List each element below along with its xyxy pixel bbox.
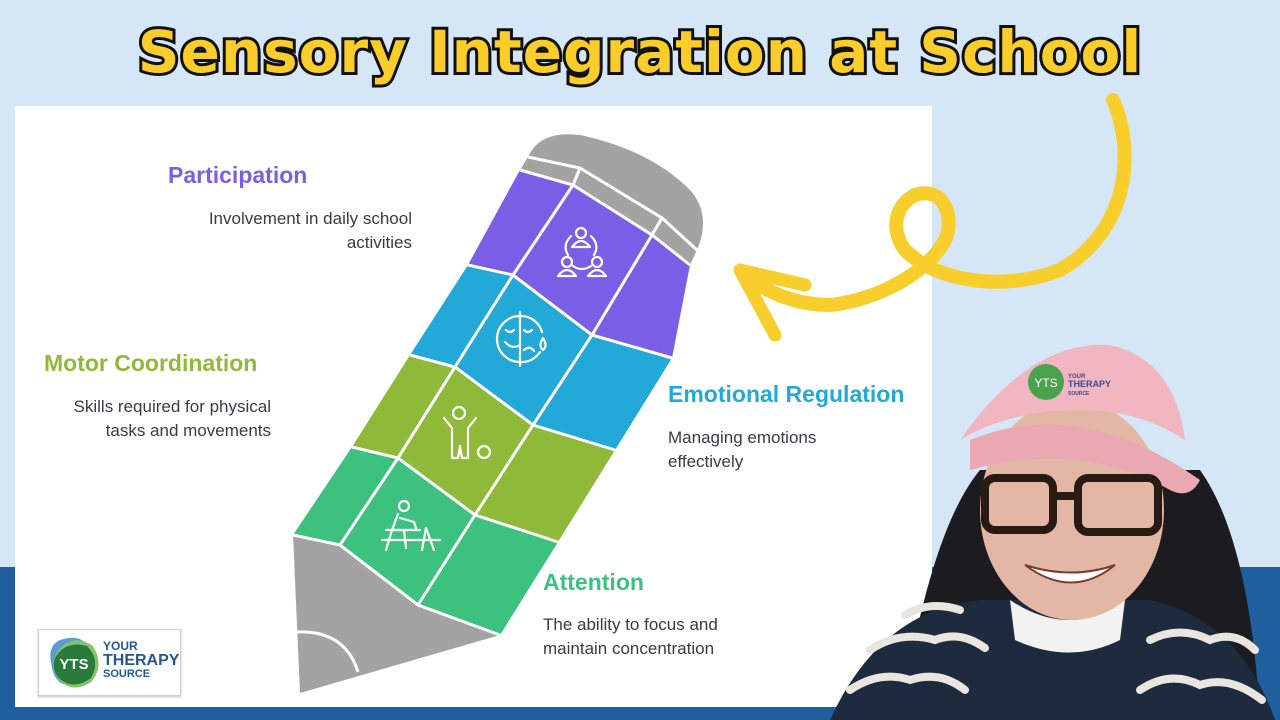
segment-label-participation: Participation (168, 162, 307, 189)
segment-label-motor-coordination: Motor Coordination (44, 350, 257, 377)
svg-text:YOUR: YOUR (1068, 374, 1086, 380)
yts-logo-text: YOUR THERAPY SOURCE (103, 639, 180, 681)
pencil-divider-lines (292, 168, 691, 637)
segment-label-attention: Attention (543, 569, 644, 596)
pencil-eraser (520, 134, 704, 265)
child-with-ball-icon (442, 405, 492, 460)
description-line: The ability to focus and (543, 615, 718, 634)
description-line: activities (346, 233, 412, 252)
pencil-segment-participation (468, 170, 690, 358)
page-title: Sensory Integration at School (135, 15, 1145, 89)
label-title: Motor Coordination (44, 350, 258, 376)
svg-text:SOURCE: SOURCE (1068, 391, 1090, 397)
yts-logo-mark-icon: YTS (50, 637, 99, 688)
student-at-desk-icon (380, 499, 442, 552)
description-line: Managing emotions (668, 428, 817, 447)
description-line: tasks and movements (105, 421, 271, 440)
segment-description-motor-coordination: Skills required for physical tasks and m… (30, 395, 271, 443)
label-title: Emotional Regulation (668, 381, 905, 407)
label-title: Attention (543, 569, 644, 595)
description-line: maintain concentration (543, 639, 715, 658)
yts-logo: YTS YOUR THERAPY SOURCE (38, 629, 181, 696)
description-line: Skills required for physical (73, 397, 271, 416)
curly-arrow (733, 93, 1132, 342)
description-line: effectively (668, 452, 744, 471)
pencil-tip (293, 535, 500, 693)
svg-text:THERAPY: THERAPY (1068, 379, 1111, 389)
pencil-segment-motor-coordination (352, 355, 615, 542)
description-line: Involvement in daily school (208, 209, 412, 228)
pencil-segment-emotional-regulation (410, 265, 672, 450)
svg-text:YTS: YTS (1034, 376, 1057, 390)
segment-description-attention: The ability to focus and maintain concen… (543, 613, 718, 661)
segment-label-emotional-regulation: Emotional Regulation (668, 381, 904, 408)
label-title: Participation (168, 162, 308, 188)
presenter-photo: YTS YOUR THERAPY SOURCE (830, 344, 1275, 720)
segment-description-emotional-regulation: Managing emotions effectively (668, 426, 816, 474)
svg-text:YTS: YTS (59, 656, 88, 673)
mixed-emotions-face-icon (495, 310, 547, 368)
segment-description-participation: Involvement in daily school activities (150, 207, 412, 255)
group-people-icon (556, 226, 608, 278)
